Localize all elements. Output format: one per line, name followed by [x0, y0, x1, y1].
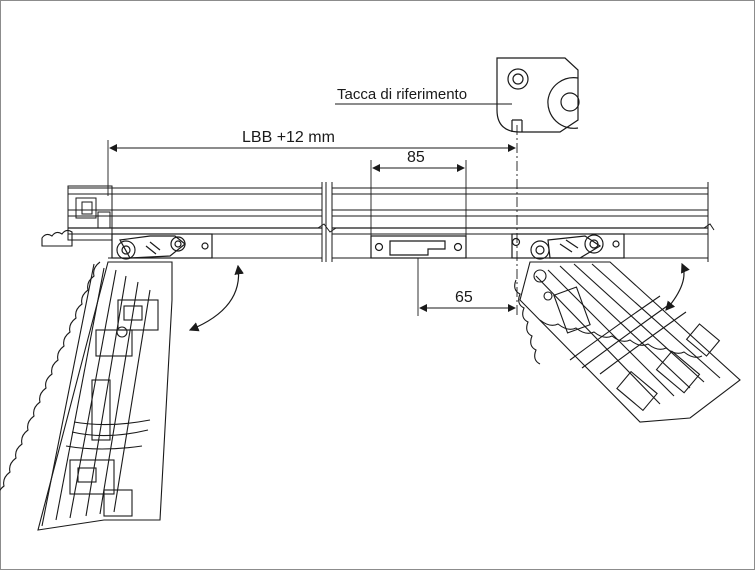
left-hinge-bracket: [111, 233, 213, 260]
right-sash: [514, 261, 741, 423]
dim-65-label: 65: [455, 289, 473, 306]
right-opening-arc: [665, 262, 690, 311]
reference-notch-label: Tacca di riferimento: [337, 86, 467, 103]
dim-85-label: 85: [407, 149, 425, 166]
main-rail: [67, 182, 715, 262]
right-hinge-bracket: [511, 233, 625, 260]
middle-guide-plate: [370, 235, 467, 259]
reference-detail: [496, 57, 580, 133]
left-sash: [0, 229, 173, 531]
left-opening-arc: [188, 264, 244, 332]
lbb-dimension-label: LBB +12 mm: [242, 129, 335, 146]
